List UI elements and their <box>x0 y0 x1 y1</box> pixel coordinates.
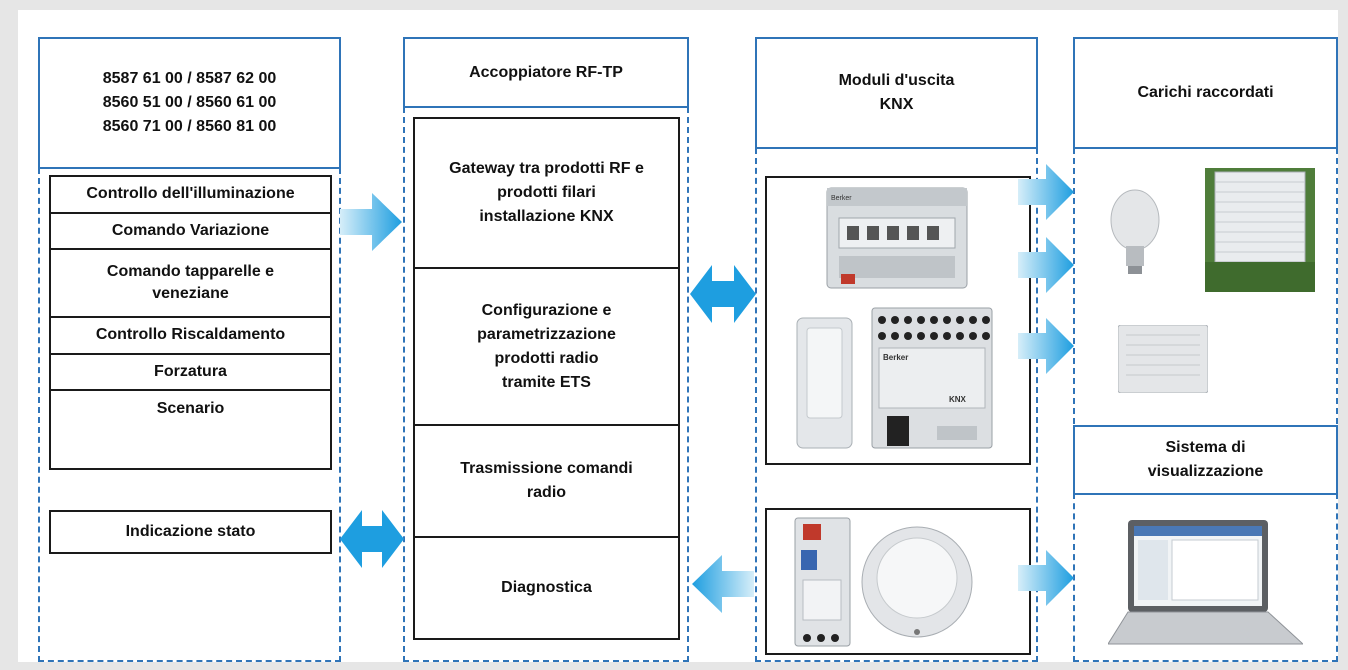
module-brand-label: Berker <box>883 353 908 362</box>
right-arrow-icon <box>1018 318 1074 374</box>
coupler-function-list: Gateway tra prodotti RF e prodotti filar… <box>413 117 680 640</box>
window-shutter-icon <box>1205 168 1315 292</box>
left-arrow-icon <box>692 555 754 613</box>
knx-mark: KNX <box>949 395 967 404</box>
function-item: Controllo dell'illuminazione <box>51 177 330 214</box>
right-band <box>1338 0 1348 670</box>
output-modules-header: Moduli d'uscita KNX <box>755 37 1038 149</box>
output-modules-column <box>755 148 1038 662</box>
function-item: Comando Variazione <box>51 214 330 250</box>
function-item: Controllo Riscaldamento <box>51 318 330 355</box>
laptop-icon <box>1108 520 1303 645</box>
function-item: Comando tapparelle e veneziane <box>51 250 330 318</box>
heater-icon <box>1118 325 1208 393</box>
bidirectional-arrow-icon <box>340 510 404 568</box>
function-item: Scenario <box>156 400 225 418</box>
products-header: 8587 61 00 / 8587 62 00 8560 51 00 / 856… <box>38 37 341 169</box>
bidirectional-arrow-icon <box>690 265 756 323</box>
coupler-column <box>403 107 689 662</box>
visualization-header: Sistema di visualizzazione <box>1073 425 1338 495</box>
products-column <box>38 168 341 662</box>
visualization-column <box>1073 493 1338 662</box>
bottom-band <box>0 662 1348 670</box>
status-indication-box: Indicazione stato <box>49 510 332 554</box>
coupler-function-item: Configurazione e parametrizzazione prodo… <box>415 269 678 426</box>
function-item: Forzatura <box>51 355 330 391</box>
sensor-devices-illustration <box>794 517 973 647</box>
sensor-devices-image <box>765 508 1031 655</box>
coupler-function-item: Gateway tra prodotti RF e prodotti filar… <box>415 119 678 269</box>
actuator-brand-label: Berker <box>831 195 852 202</box>
function-list: Controllo dell'illuminazione Comando Var… <box>49 175 332 470</box>
loads-header: Carichi raccordati <box>1073 37 1338 149</box>
top-band <box>0 0 1348 10</box>
coupler-function-item: Trasmissione comandi radio <box>415 426 678 538</box>
light-bulb-icon <box>1110 189 1160 274</box>
knx-actuators-illustration: Berker Berker KNX <box>796 187 993 449</box>
right-arrow-icon <box>1018 550 1074 606</box>
coupler-function-item: Diagnostica <box>501 579 592 596</box>
right-arrow-icon <box>1018 164 1074 220</box>
right-arrow-icon <box>340 193 402 251</box>
output-modules-image: Berker Berker KNX <box>765 176 1031 465</box>
right-arrow-icon <box>1018 237 1074 293</box>
coupler-header: Accoppiatore RF-TP <box>403 37 689 108</box>
left-band <box>0 0 18 670</box>
